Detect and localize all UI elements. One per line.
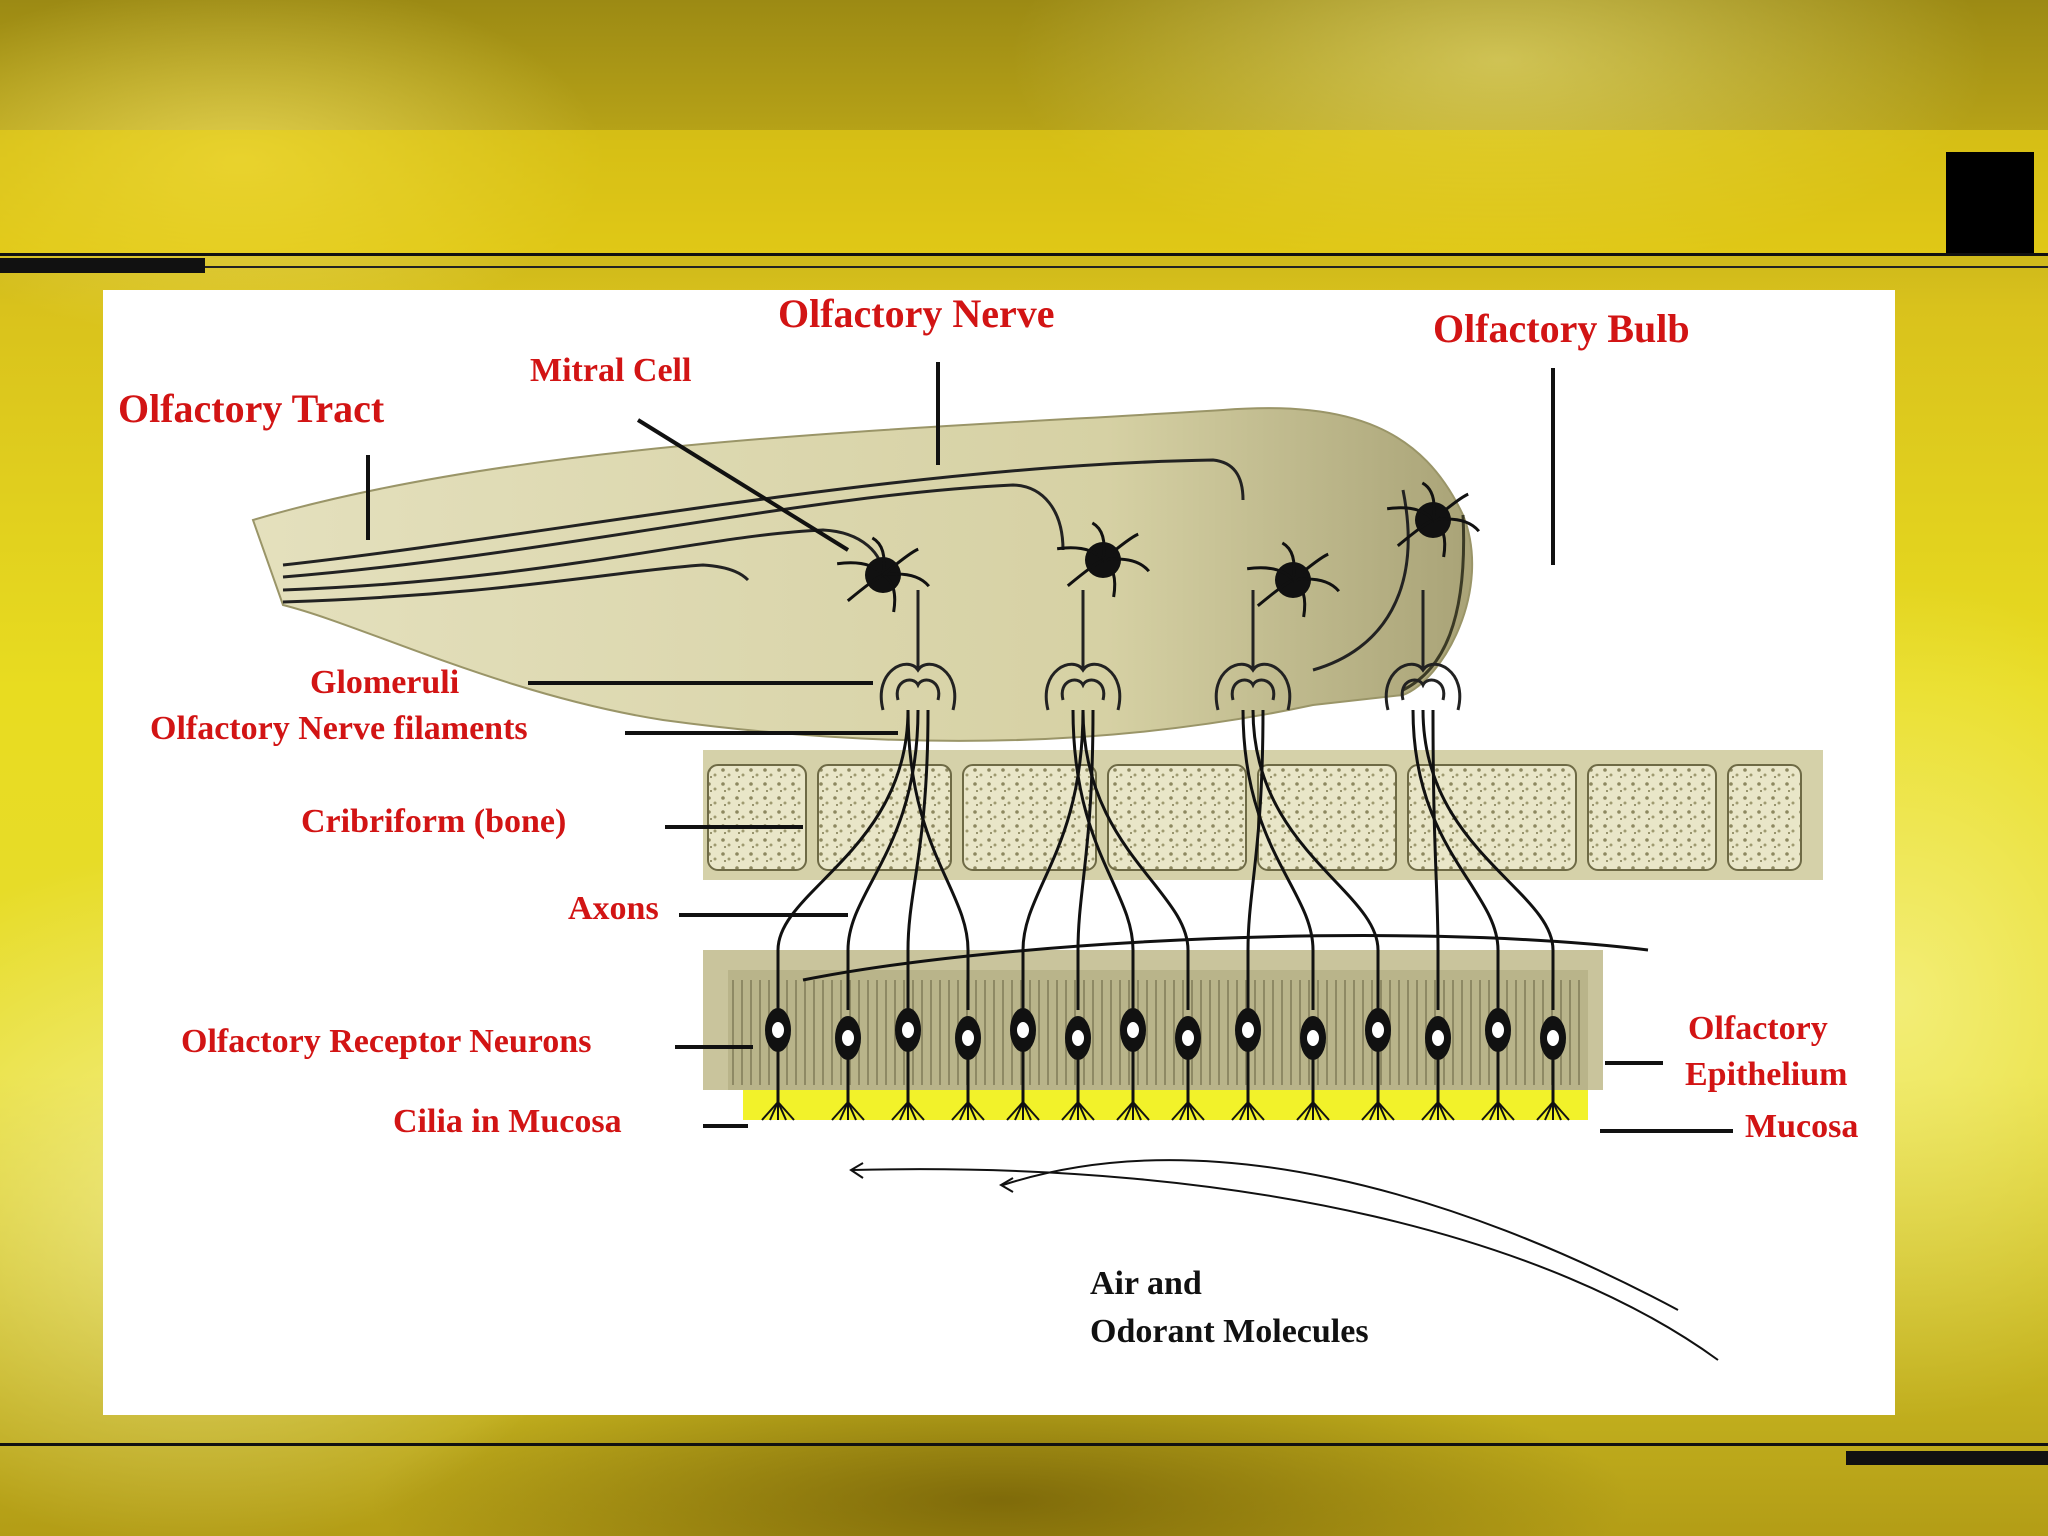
neuron-nucleus bbox=[1372, 1022, 1384, 1038]
neuron-nucleus bbox=[1307, 1030, 1319, 1046]
top-rule-accent bbox=[0, 258, 205, 273]
mucosa-layer bbox=[743, 1090, 1588, 1120]
olfactory-epithelium-layer bbox=[703, 950, 1603, 1090]
label-nerve-filaments: Olfactory Nerve filaments bbox=[150, 710, 528, 748]
label-air: Air and bbox=[1090, 1265, 1202, 1303]
neuron-nucleus bbox=[1242, 1022, 1254, 1038]
neuron-nucleus bbox=[1432, 1030, 1444, 1046]
label-epithelium-2: Epithelium bbox=[1685, 1056, 1847, 1094]
bone-block bbox=[1728, 765, 1801, 870]
label-cilia: Cilia in Mucosa bbox=[393, 1103, 622, 1141]
label-mucosa: Mucosa bbox=[1745, 1108, 1858, 1146]
neuron-nucleus bbox=[1127, 1022, 1139, 1038]
neuron-nucleus bbox=[902, 1022, 914, 1038]
neuron-nucleus bbox=[842, 1030, 854, 1046]
diagram-illustration bbox=[103, 290, 1895, 1415]
olfactory-diagram: Olfactory Nerve Olfactory Bulb Mitral Ce… bbox=[103, 290, 1895, 1415]
label-receptor-neurons: Olfactory Receptor Neurons bbox=[181, 1023, 591, 1061]
title-band bbox=[0, 130, 2048, 255]
neuron-nucleus bbox=[1182, 1030, 1194, 1046]
label-epithelium-1: Olfactory bbox=[1688, 1010, 1828, 1048]
arrowhead-2 bbox=[1001, 1178, 1013, 1192]
bottom-rule bbox=[0, 1443, 2048, 1446]
bone-block bbox=[1108, 765, 1246, 870]
neuron-nucleus bbox=[962, 1030, 974, 1046]
label-odorant-molecules: Odorant Molecules bbox=[1090, 1313, 1369, 1351]
label-cribriform: Cribriform (bone) bbox=[301, 803, 566, 841]
bone-block bbox=[708, 765, 806, 870]
label-olfactory-bulb: Olfactory Bulb bbox=[1433, 305, 1690, 352]
top-rule-thin bbox=[205, 266, 2048, 268]
label-olfactory-nerve: Olfactory Nerve bbox=[778, 290, 1055, 337]
neuron-nucleus bbox=[772, 1022, 784, 1038]
bottom-rule-accent bbox=[1846, 1451, 2048, 1465]
neuron-nucleus bbox=[1017, 1022, 1029, 1038]
neuron-nucleus bbox=[1072, 1030, 1084, 1046]
neuron-nucleus bbox=[1492, 1022, 1504, 1038]
label-mitral-cell: Mitral Cell bbox=[530, 352, 691, 390]
label-glomeruli: Glomeruli bbox=[310, 664, 459, 702]
label-olfactory-tract: Olfactory Tract bbox=[118, 385, 384, 432]
label-axons: Axons bbox=[568, 890, 659, 928]
bone-block bbox=[1588, 765, 1716, 870]
corner-block bbox=[1946, 152, 2034, 256]
top-rule bbox=[0, 253, 2048, 256]
neuron-nucleus bbox=[1547, 1030, 1559, 1046]
bone-block bbox=[1258, 765, 1396, 870]
